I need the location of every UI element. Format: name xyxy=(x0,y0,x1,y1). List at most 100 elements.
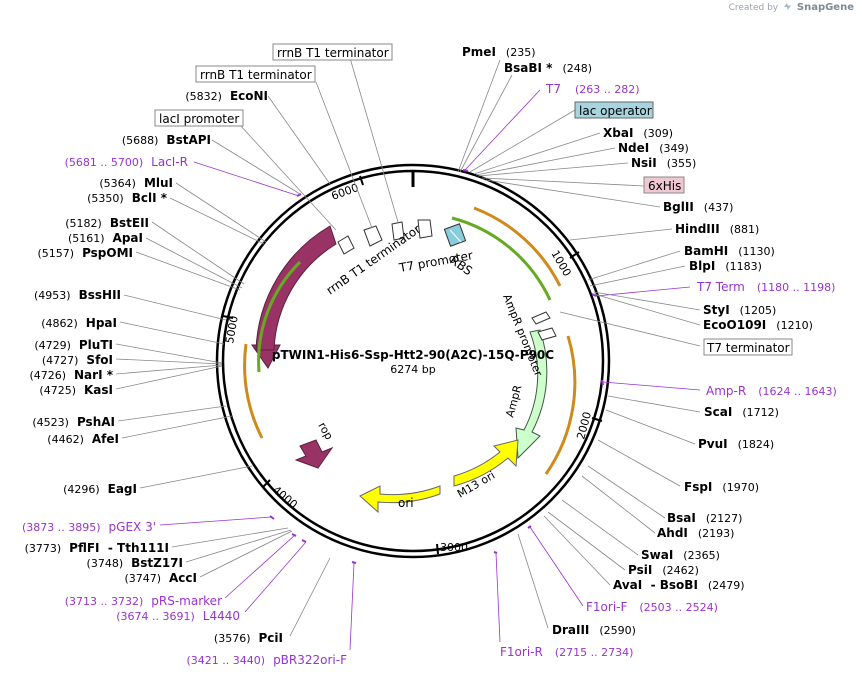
leader-bsabi xyxy=(459,74,513,173)
site-draiii: DraIII(2590) xyxy=(552,623,636,637)
leader-blpi xyxy=(589,265,686,287)
leader-swai xyxy=(561,499,639,556)
leader-t7-term xyxy=(595,286,691,297)
site-bstapi: (5688)BstAPI xyxy=(122,133,211,147)
leader-lac-operator xyxy=(469,109,576,173)
site-avai-bsobi: AvaI - BsoBI(2479) xyxy=(613,578,744,592)
mark-pbr322 xyxy=(351,561,357,564)
arc-orange-top xyxy=(473,206,562,287)
leader-lines xyxy=(115,57,701,651)
leader-laci-r xyxy=(193,161,300,197)
mark-f1ori-f xyxy=(527,525,532,529)
feature-label-rop: rop xyxy=(315,420,335,442)
leader-econi xyxy=(267,95,331,185)
site-pvui: PvuI(1824) xyxy=(698,437,774,451)
feature-label-ori: ori xyxy=(398,496,414,510)
site-bamhi: BamHI(1130) xyxy=(684,244,775,258)
tick-6000 xyxy=(359,175,364,186)
leader-styi xyxy=(593,291,701,311)
tick-3000 xyxy=(436,543,439,555)
leader-pgex xyxy=(159,516,273,526)
site-f1ori-f: F1ori-F(2503 .. 2524) xyxy=(586,600,718,614)
leader-l4440 xyxy=(244,541,307,613)
leader-ndei xyxy=(475,147,616,176)
mark-pgex xyxy=(269,515,275,520)
site-fspi: FspI(1970) xyxy=(684,480,759,494)
laci-promoter-box xyxy=(154,109,244,127)
6xhis-box xyxy=(643,176,685,194)
leader-xbai xyxy=(473,132,601,175)
leader-bsai xyxy=(587,465,666,519)
site-ecoo109i: EcoO109I(1210) xyxy=(703,318,813,332)
leader-bstz17i xyxy=(185,529,292,563)
site-ndei: NdeI(349) xyxy=(618,141,689,155)
site-t7: T7(263 .. 282) xyxy=(545,82,640,96)
tick-4000 xyxy=(262,479,271,488)
feature-laci-body xyxy=(255,225,337,351)
t7-terminator-box xyxy=(703,338,793,356)
leader-laci-promoter xyxy=(239,124,337,231)
arrow-rrnb-3 xyxy=(391,221,405,241)
leader-bsshii xyxy=(123,294,227,321)
plasmid-name: pTWIN1-His6-Ssp-Htt2-90(A2C)-15Q-P90C xyxy=(272,348,554,362)
leader-mlui xyxy=(175,182,267,243)
leader-t7 xyxy=(464,89,541,171)
site-t7-terminator: T7 terminator xyxy=(706,341,790,355)
site-laci-promoter: lacI promoter xyxy=(159,112,239,126)
feature-ori xyxy=(359,485,441,514)
leader-6xhis xyxy=(481,177,646,187)
leader-bamhi xyxy=(587,250,681,281)
site-blpi: BlpI(1183) xyxy=(689,259,762,273)
site-pbr322ori-f: (3421 .. 3440)pBR322ori-F xyxy=(187,653,348,667)
leader-pvui xyxy=(605,409,696,445)
site-eagi: (4296)EagI xyxy=(63,482,137,496)
leader-amp-r xyxy=(602,381,701,391)
leader-pmei xyxy=(457,59,501,173)
site-laci-r: (5681 .. 5700)LacI-R xyxy=(65,155,188,169)
feature-ampr-promoter-arrow2 xyxy=(537,327,557,341)
site-t7-term: T7 Term(1180 .. 1198) xyxy=(696,280,835,294)
mark-f1ori-r xyxy=(493,551,498,554)
site-f1ori-r: F1ori-R(2715 .. 2734) xyxy=(500,645,633,659)
feature-m13-ori xyxy=(453,439,519,487)
site-prs-marker: (3713 .. 3732)pRS-marker xyxy=(65,594,222,608)
site-bsabi: BsaBI *(248) xyxy=(504,61,592,75)
leader-apai xyxy=(145,237,243,289)
snapgene-logo-icon xyxy=(783,2,792,11)
mark-l4440 xyxy=(301,539,307,543)
leader-sfoi xyxy=(115,358,223,365)
leader-pbr322 xyxy=(349,562,355,651)
site-pmei: PmeI(235) xyxy=(462,45,536,59)
credit-prefix: Created by xyxy=(728,3,779,13)
site-afei: (4462)AfeI xyxy=(47,432,119,446)
site-econi: (5832)EcoNI xyxy=(185,89,268,103)
tick-label-6000: 6000 xyxy=(330,181,361,203)
leader-f1ori-f xyxy=(529,526,584,607)
feature-rop xyxy=(294,439,334,469)
labels-left: (3421 .. 3440)pBR322ori-F (3576)PciI (36… xyxy=(22,89,347,667)
leader-acci xyxy=(199,530,293,578)
leader-nari xyxy=(115,364,223,375)
leader-avai xyxy=(543,515,611,586)
primer-marks xyxy=(269,169,604,564)
feature-ampr-promoter-arrow xyxy=(531,311,551,325)
leader-pshai xyxy=(117,405,227,422)
arrow-rrnb-2 xyxy=(363,225,383,247)
plasmid-size: 6274 bp xyxy=(390,363,435,376)
leader-psii xyxy=(547,511,626,571)
site-hindiii: HindIII(881) xyxy=(675,222,759,236)
tick-label-3000: 3000 xyxy=(440,541,468,554)
site-sfoi: (4727)SfoI xyxy=(42,353,113,367)
leader-pflfi xyxy=(171,527,289,548)
site-pcii: (3576)PciI xyxy=(214,631,283,645)
site-6xhis: 6xHis xyxy=(648,179,681,193)
site-bsteii: (5182)BstEII xyxy=(65,216,149,230)
leader-nsii xyxy=(477,162,629,177)
site-hpai: (4862)HpaI xyxy=(41,316,117,330)
tick-2000 xyxy=(591,417,603,422)
arc-green-top xyxy=(451,216,552,301)
site-bglii: BglII(437) xyxy=(663,200,733,214)
leader-rrnb-1 xyxy=(315,81,373,229)
site-bsai: BsaI(2127) xyxy=(667,511,742,525)
leader-bsteii xyxy=(151,221,245,285)
